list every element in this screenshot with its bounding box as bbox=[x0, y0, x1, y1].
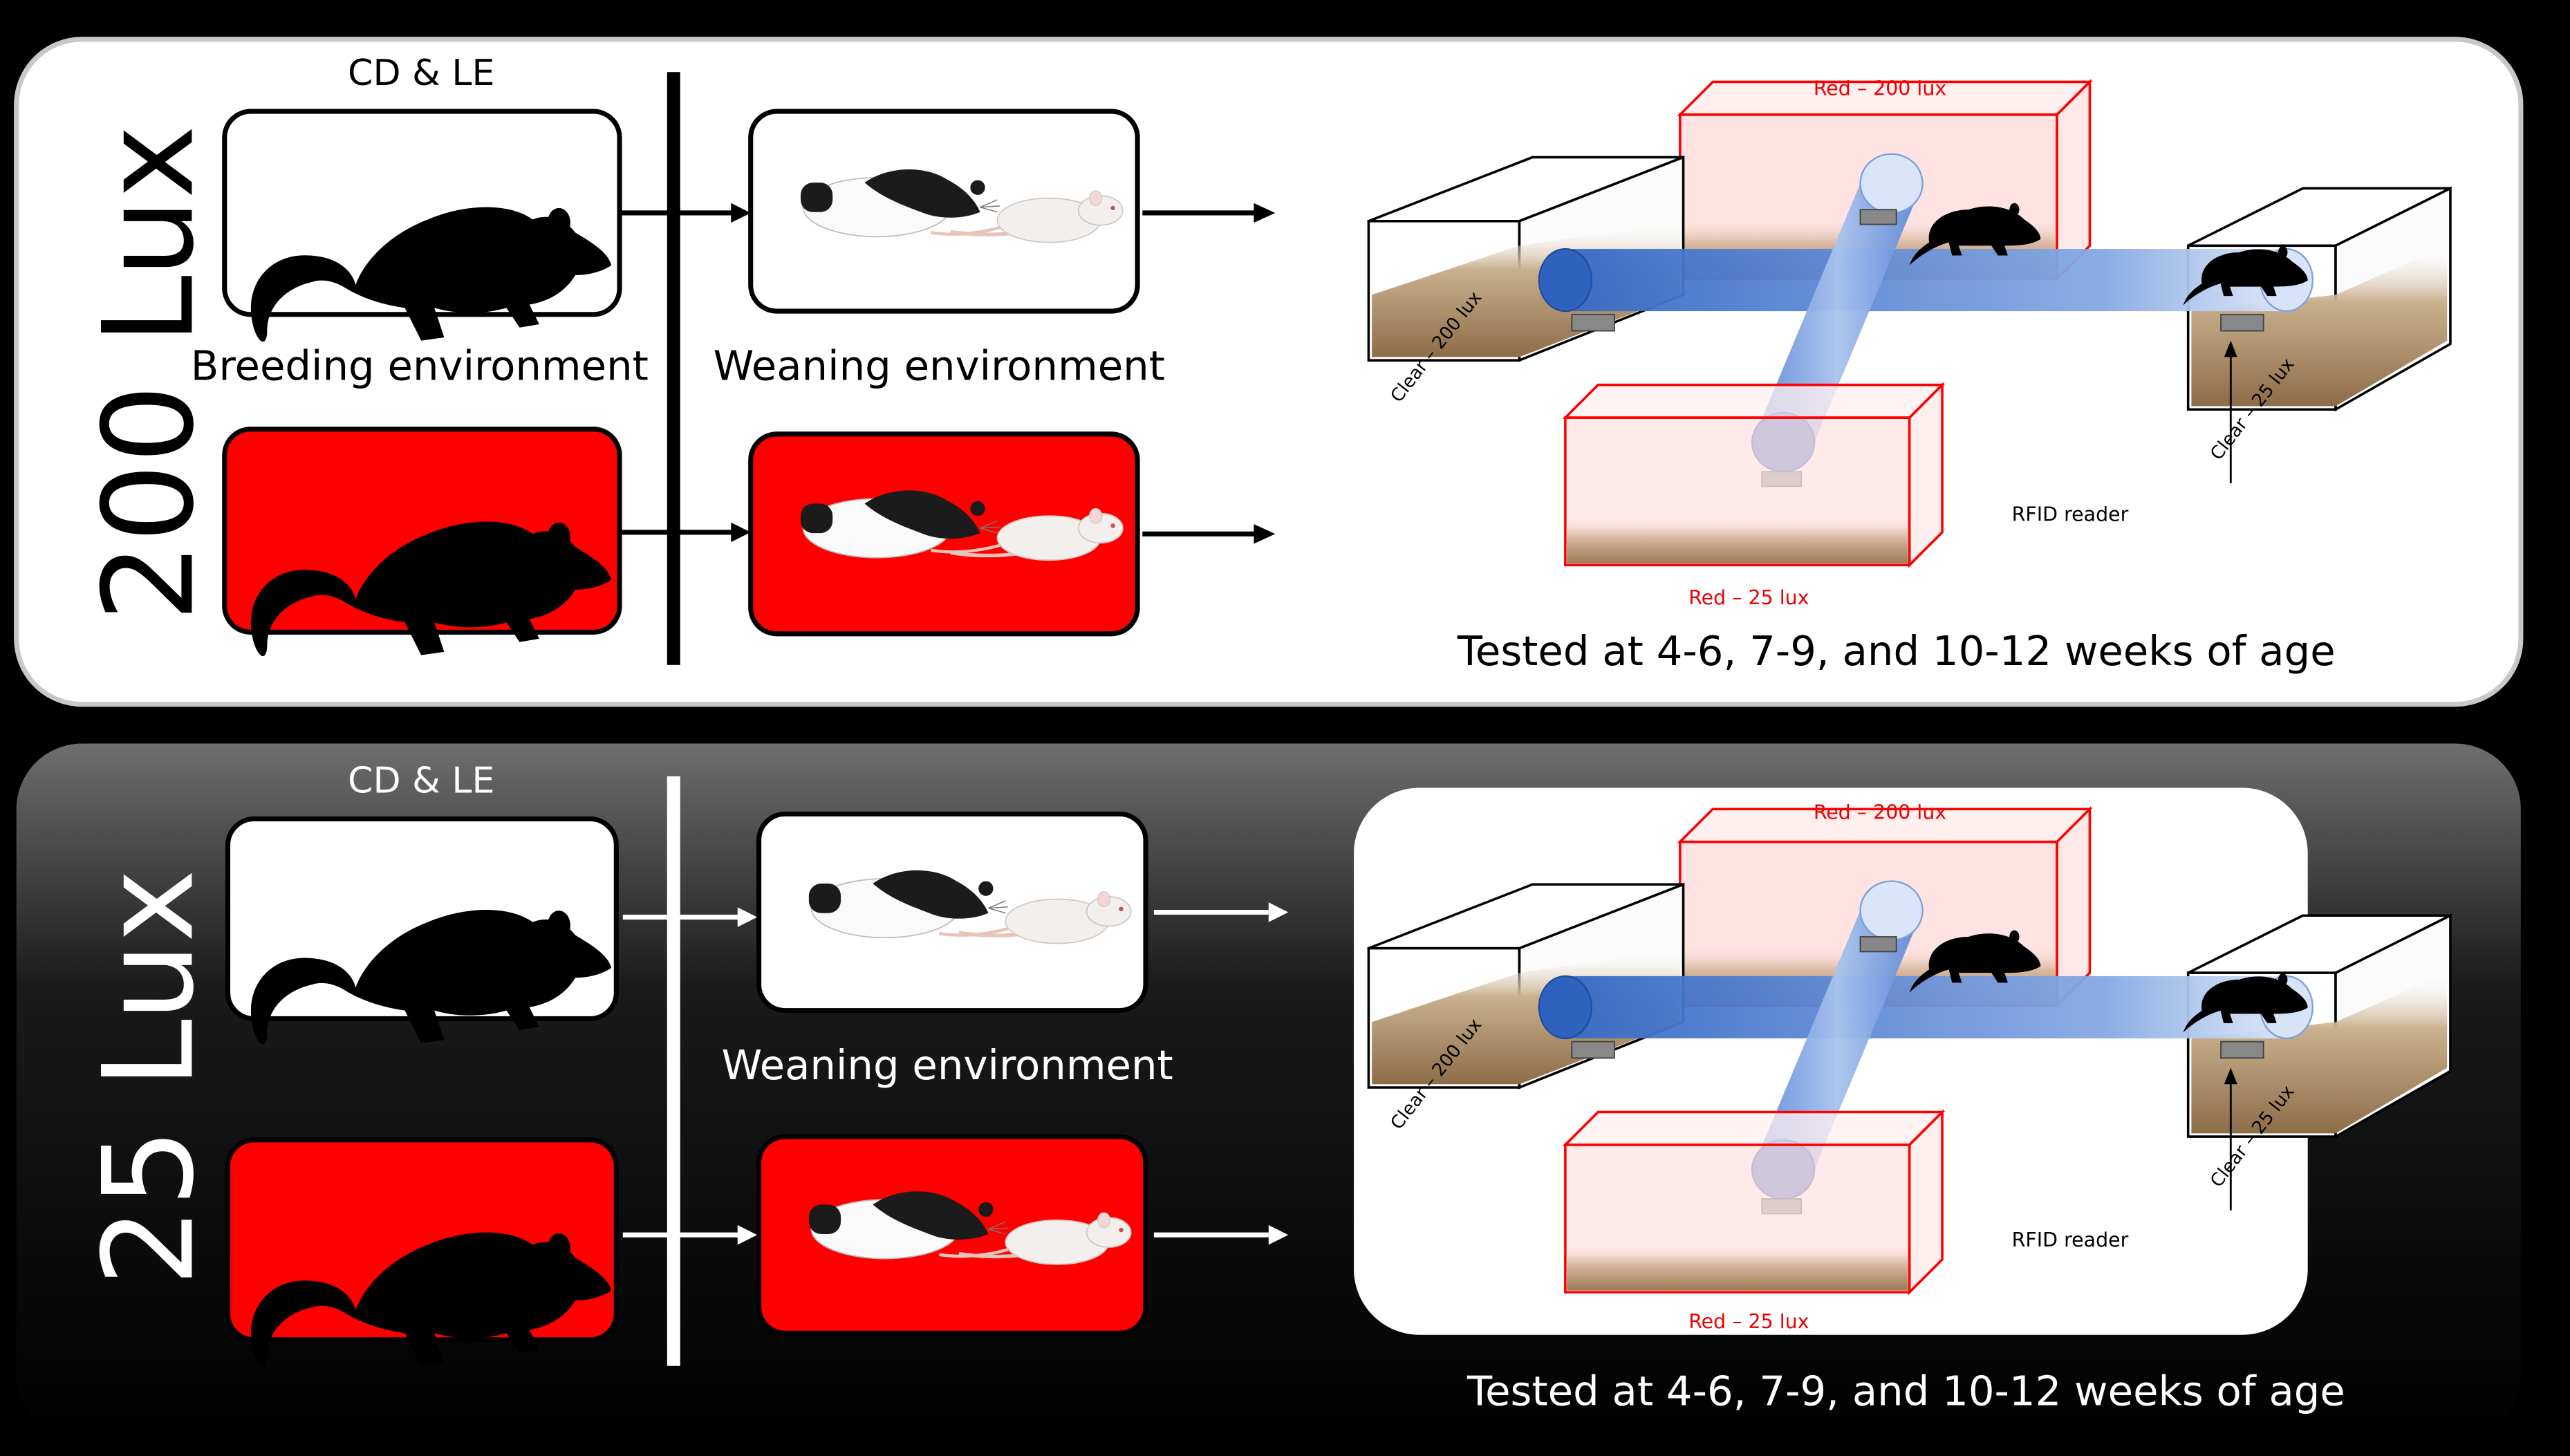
arrow-weaning-to-test-top-200 bbox=[1142, 203, 1276, 223]
weaning-box-clear-25 bbox=[756, 811, 1148, 1014]
panel-200-lux: 200 Lux CD & LE Breeding environment bbox=[14, 37, 2524, 707]
arrow-breeding-to-weaning-bottom-200 bbox=[620, 522, 751, 543]
strain-label-200: CD & LE bbox=[348, 53, 494, 94]
arrow-breeding-to-weaning-bottom-25 bbox=[622, 1224, 758, 1245]
arrow-weaning-to-test-bottom-200 bbox=[1142, 524, 1276, 544]
weaning-box-red-200 bbox=[748, 431, 1140, 637]
arrow-breeding-to-weaning-top-200 bbox=[620, 203, 751, 223]
lux-label-25: 25 Lux bbox=[77, 869, 221, 1287]
rfid-reader-label: RFID reader bbox=[2012, 503, 2129, 525]
red-25-lux-label: Red – 25 lux bbox=[1688, 586, 1809, 609]
tested-age-label-200: Tested at 4-6, 7-9, and 10-12 weeks of a… bbox=[1457, 627, 2336, 675]
breeding-environment-label-200: Breeding environment bbox=[191, 342, 649, 390]
panel-25-lux: 25 Lux CD & LE Weaning environ bbox=[16, 743, 2521, 1441]
strain-label-25: CD & LE bbox=[348, 760, 494, 802]
arrow-weaning-to-test-bottom-25 bbox=[1153, 1224, 1289, 1245]
tested-age-label-25: Tested at 4-6, 7-9, and 10-12 weeks of a… bbox=[1466, 1368, 2345, 1415]
weaning-box-clear-200 bbox=[748, 109, 1140, 314]
breeding-box-clear-200 bbox=[222, 109, 622, 342]
breeding-box-red-200 bbox=[222, 427, 622, 657]
divider-bar-200 bbox=[667, 72, 680, 665]
arrow-weaning-to-test-top-25 bbox=[1153, 902, 1289, 922]
red-25-lux-label: Red – 25 lux bbox=[1688, 1310, 1809, 1333]
arrow-breeding-to-weaning-top-25 bbox=[622, 907, 758, 927]
divider-bar-25 bbox=[667, 776, 680, 1366]
breeding-box-red-25 bbox=[225, 1137, 619, 1368]
rfid-reader-label: RFID reader bbox=[2012, 1229, 2129, 1251]
weaning-box-red-25 bbox=[756, 1134, 1148, 1336]
red-200-lux-label: Red – 200 lux bbox=[1814, 77, 1946, 100]
red-200-lux-label: Red – 200 lux bbox=[1814, 801, 1946, 823]
weaning-environment-label-25: Weaning environment bbox=[722, 1041, 1173, 1089]
lux-label-200: 200 Lux bbox=[77, 125, 221, 622]
weaning-environment-label-200: Weaning environment bbox=[714, 342, 1165, 390]
breeding-box-clear-25 bbox=[225, 816, 619, 1045]
